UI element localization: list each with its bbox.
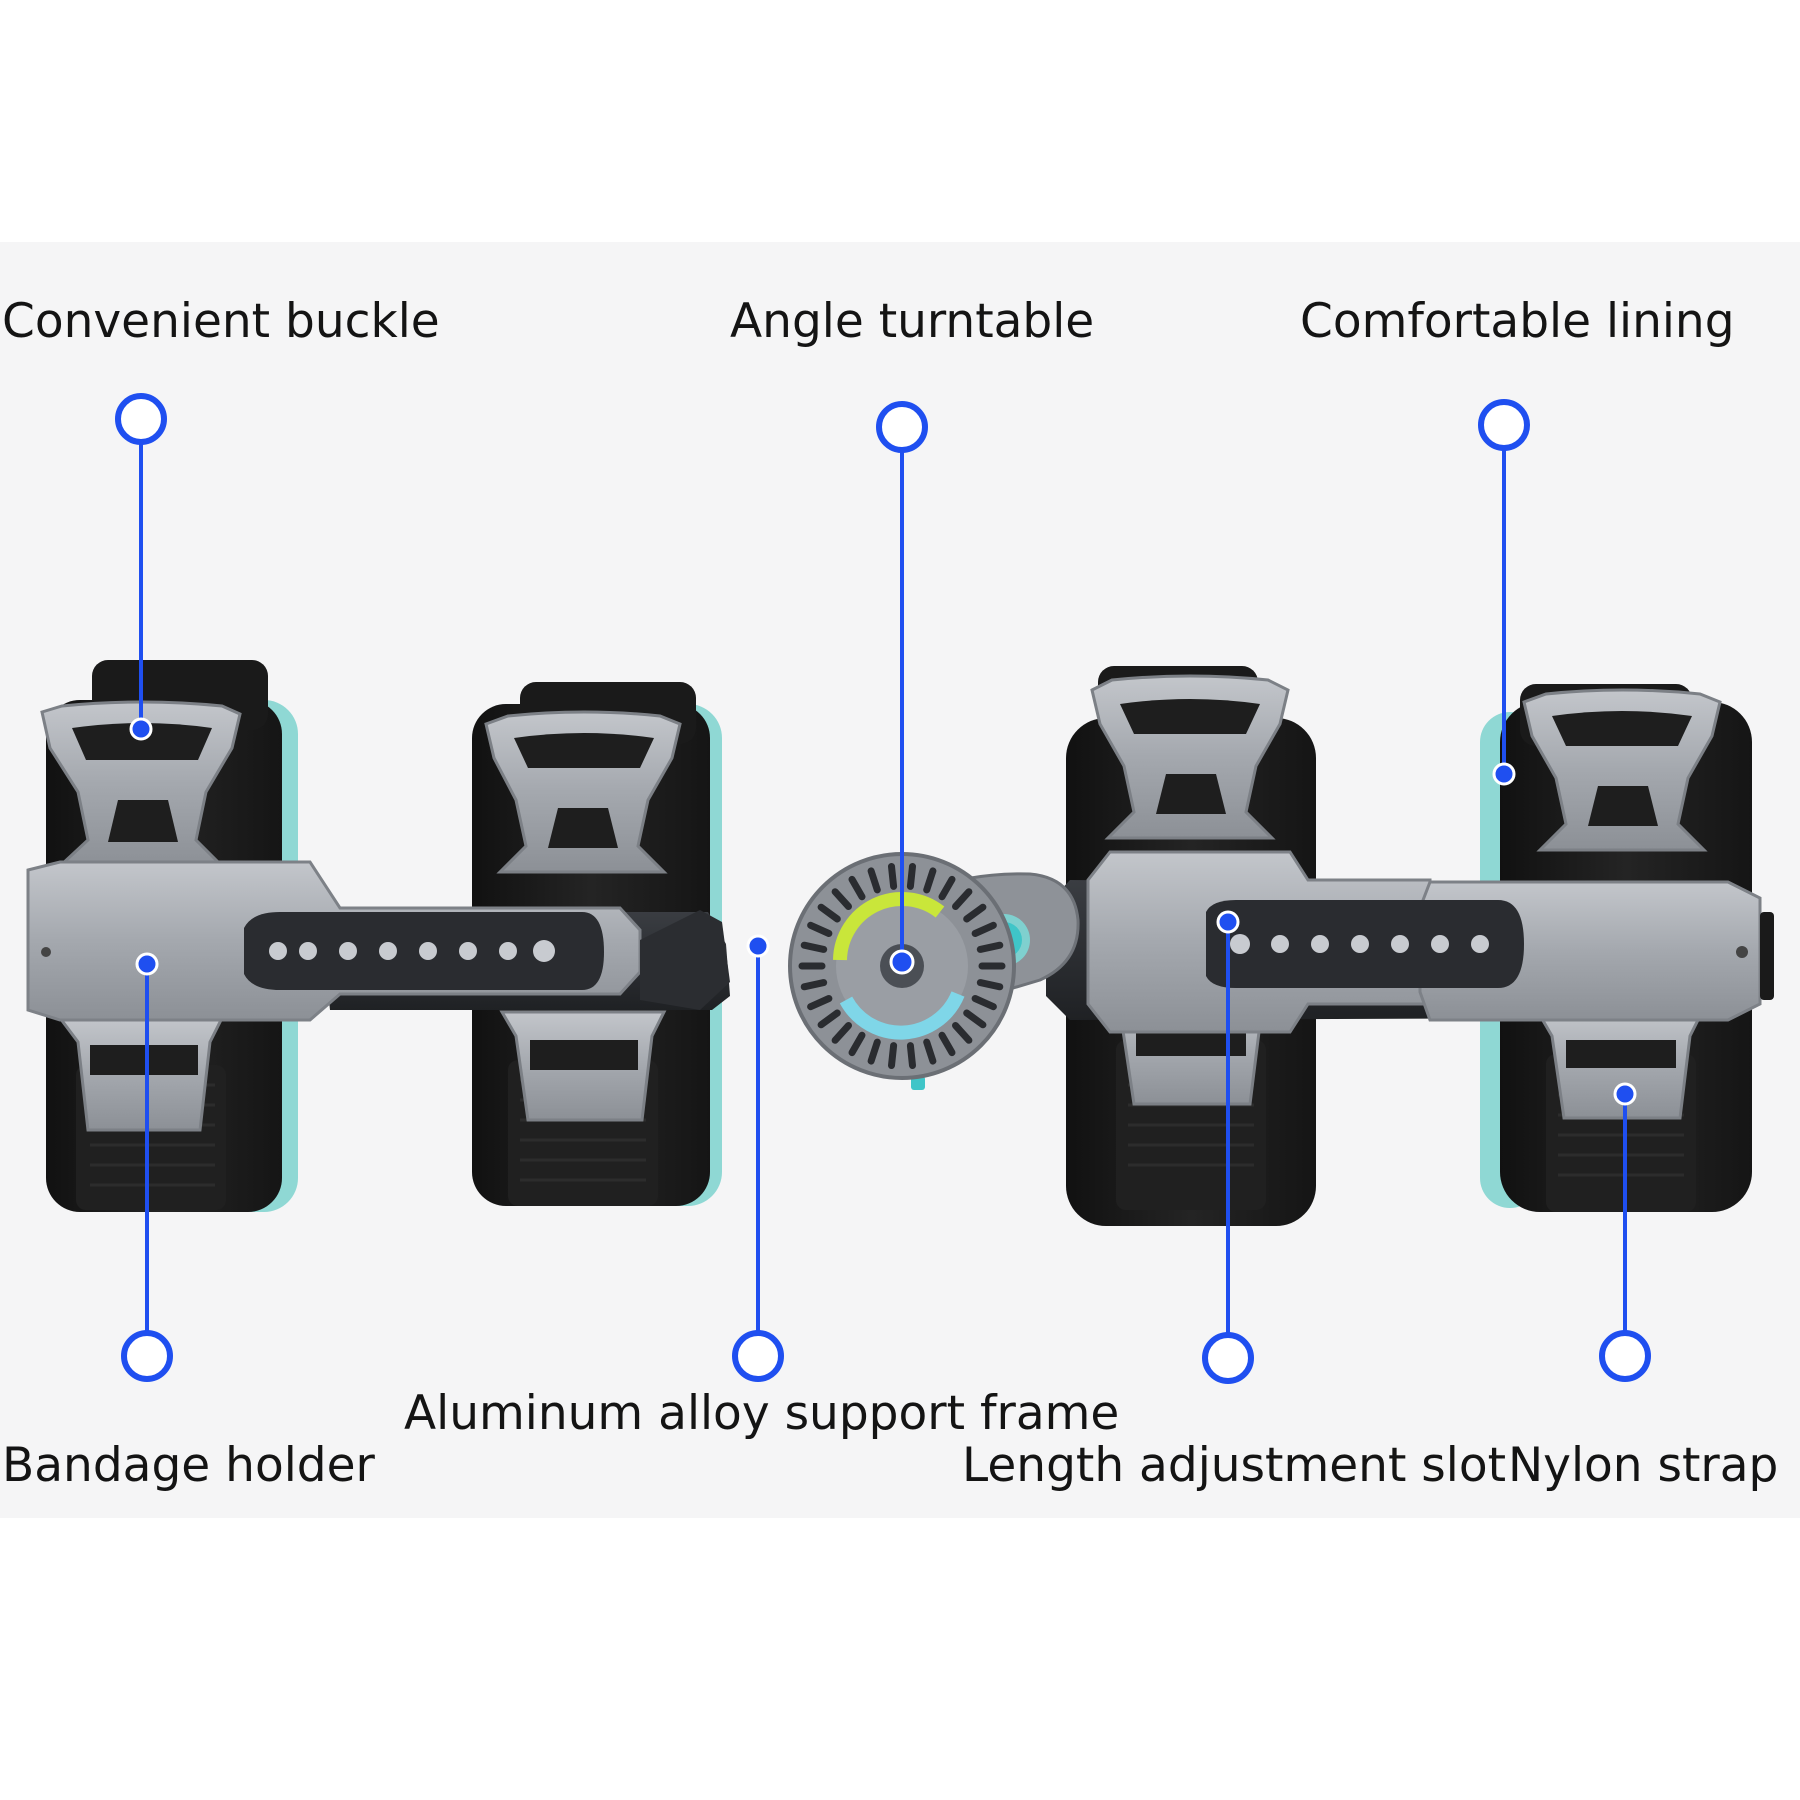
label-nylon-strap: Nylon strap — [1508, 1438, 1779, 1493]
dial-slot — [906, 863, 916, 890]
label-aluminum-frame: Aluminum alloy support frame — [404, 1386, 1120, 1441]
dial-slot — [938, 875, 956, 901]
filled-dot-icon — [889, 949, 915, 975]
dial-slot — [817, 1009, 841, 1029]
dial-slot — [976, 979, 1004, 991]
dial-slot — [888, 863, 898, 890]
callout-convenient-buckle — [115, 393, 167, 741]
dial-slot — [800, 979, 828, 991]
dial-slot — [867, 1038, 881, 1065]
dial-slot — [831, 888, 852, 910]
dial-slot — [867, 867, 881, 894]
dial-slot — [952, 888, 973, 910]
filled-dot-icon — [1492, 762, 1516, 786]
filled-dot-icon — [1613, 1082, 1637, 1106]
dial-slot — [906, 1042, 916, 1069]
dial-slot — [976, 941, 1004, 953]
frame-left — [26, 860, 730, 1022]
label-convenient-buckle: Convenient buckle — [2, 294, 440, 349]
filled-dot-icon — [135, 952, 159, 976]
callout-aluminum-frame — [732, 934, 784, 1382]
dial-slot — [888, 1042, 898, 1069]
hollow-circle-icon — [1202, 1332, 1254, 1384]
hollow-circle-icon — [121, 1330, 173, 1382]
dial-slot — [807, 921, 833, 937]
label-length-slot: Length adjustment slot — [962, 1438, 1507, 1493]
dial-slot — [923, 867, 937, 894]
dial-slot — [963, 1009, 987, 1029]
dial-slot — [938, 1031, 956, 1057]
hollow-circle-icon — [876, 401, 928, 453]
filled-dot-icon — [129, 717, 153, 741]
dial-slot — [963, 903, 987, 923]
callout-comfortable-lining — [1478, 399, 1530, 786]
callout-nylon-strap — [1599, 1082, 1651, 1382]
label-bandage-holder: Bandage holder — [2, 1438, 375, 1493]
dial-slot — [952, 1022, 973, 1044]
callout-bandage-holder — [121, 952, 173, 1382]
dial-slot — [848, 875, 866, 901]
hollow-circle-icon — [115, 393, 167, 445]
dial-scale-green — [833, 892, 945, 961]
dial-slot — [971, 995, 997, 1011]
dial-slot — [807, 995, 833, 1011]
callout-length-slot — [1202, 910, 1254, 1384]
label-angle-turntable: Angle turntable — [730, 294, 1095, 349]
callout-angle-turntable — [876, 401, 928, 975]
dial-slot — [971, 921, 997, 937]
dial-slot — [817, 903, 841, 923]
dial-slot — [848, 1031, 866, 1057]
dial-scale-blue — [839, 991, 965, 1040]
hollow-circle-icon — [732, 1330, 784, 1382]
dial-slot — [831, 1022, 852, 1044]
hollow-circle-icon — [1478, 399, 1530, 451]
filled-dot-icon — [746, 934, 770, 958]
dial-slot — [923, 1038, 937, 1065]
label-comfortable-lining: Comfortable lining — [1300, 294, 1735, 349]
filled-dot-icon — [1216, 910, 1240, 934]
hollow-circle-icon — [1599, 1330, 1651, 1382]
dial-slot — [800, 941, 828, 953]
